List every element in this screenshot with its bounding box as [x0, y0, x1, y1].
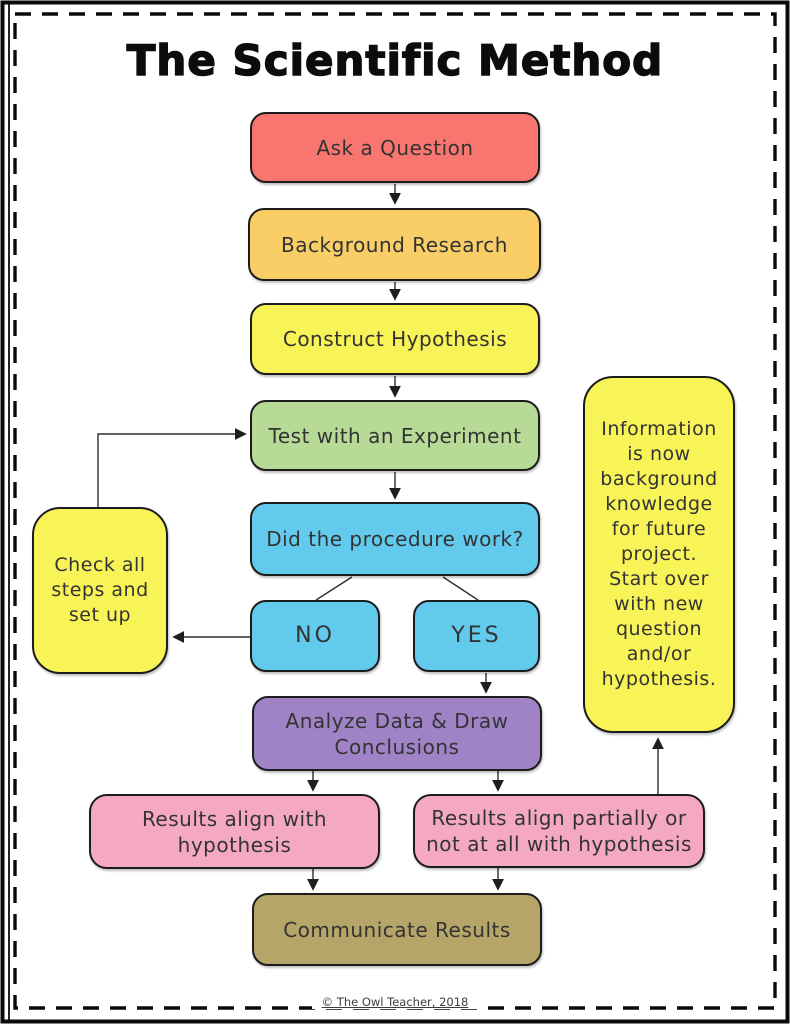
node-analyze-data-label: Analyze Data & Draw Conclusions: [285, 708, 509, 759]
node-yes-label: YES: [451, 622, 502, 648]
node-results-align: Results align with hypothesis: [89, 794, 380, 869]
node-ask-a-question: Ask a Question: [250, 112, 540, 183]
node-results-partial: Results align partially or not at all wi…: [413, 794, 705, 868]
node-information-sidebar-label: Information is now background knowledge …: [600, 417, 718, 691]
node-construct-hypothesis: Construct Hypothesis: [250, 303, 540, 375]
credit-line: © The Owl Teacher, 2018: [0, 991, 790, 1010]
node-did-procedure-work: Did the procedure work?: [250, 502, 540, 576]
node-test-with-experiment: Test with an Experiment: [250, 400, 540, 471]
node-check-all-steps-label: Check all steps and set up: [51, 553, 149, 627]
node-construct-hypothesis-label: Construct Hypothesis: [282, 327, 508, 351]
node-communicate-results: Communicate Results: [252, 893, 542, 966]
node-results-align-label: Results align with hypothesis: [141, 806, 328, 857]
credit-text: © The Owl Teacher, 2018: [311, 995, 479, 1009]
node-results-partial-label: Results align partially or not at all wi…: [426, 806, 692, 856]
flow-connectors: [97, 184, 664, 891]
page-title: The Scientific Method: [126, 35, 664, 86]
node-ask-a-question-label: Ask a Question: [316, 135, 474, 160]
node-no-label: NO: [295, 622, 335, 648]
line-did-to-yes: [442, 576, 479, 601]
arrow-check-to-test: [97, 428, 247, 507]
node-did-procedure-work-label: Did the procedure work?: [266, 527, 524, 551]
node-no: NO: [250, 600, 380, 672]
line-did-to-no: [315, 576, 353, 601]
node-check-all-steps: Check all steps and set up: [32, 507, 168, 674]
node-background-research-label: Background Research: [281, 232, 508, 257]
node-communicate-results-label: Communicate Results: [283, 917, 511, 942]
node-test-with-experiment-label: Test with an Experiment: [268, 423, 522, 448]
node-yes: YES: [413, 600, 540, 672]
node-analyze-data: Analyze Data & Draw Conclusions: [252, 696, 542, 771]
node-background-research: Background Research: [248, 208, 541, 281]
node-information-sidebar: Information is now background knowledge …: [583, 376, 735, 733]
